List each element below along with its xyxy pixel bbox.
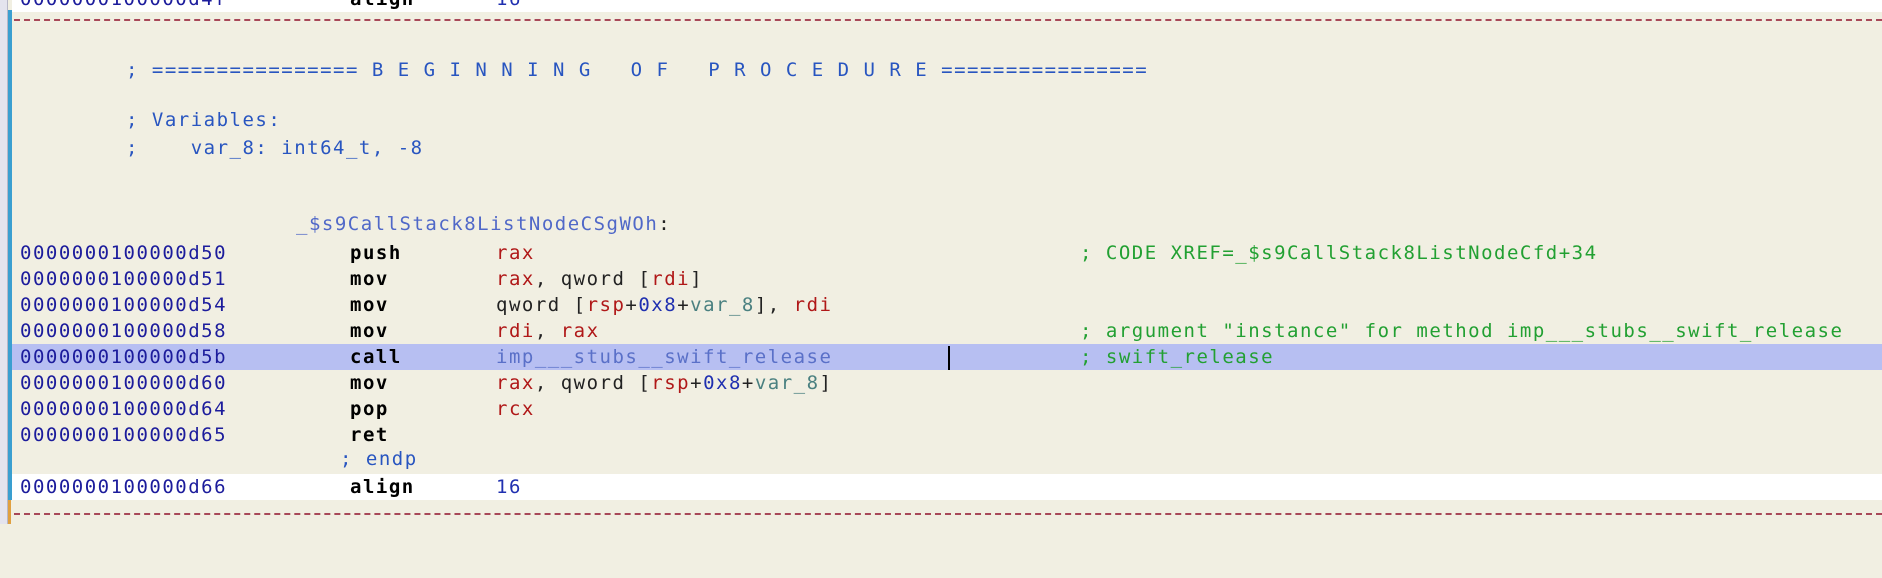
- procedure-label[interactable]: _$s9CallStack8ListNodeCSgWOh:: [296, 213, 671, 235]
- instruction-row[interactable]: 0000000100000d58 mov rdi, rax ; argument "i…: [12, 318, 1882, 344]
- operands: rax, qword [rdi]: [496, 266, 703, 292]
- register: rsp: [651, 372, 691, 394]
- instruction-row[interactable]: 0000000100000d64 pop rcx: [12, 396, 1882, 422]
- operand-part: , qword [: [534, 268, 652, 290]
- comment: ; argument "instance" for method imp___s…: [1080, 320, 1844, 342]
- address: 0000000100000d54: [20, 294, 228, 316]
- address: 0000000100000d50: [20, 242, 228, 264]
- label-name: _$s9CallStack8ListNodeCSgWOh: [296, 213, 659, 235]
- procedure-banner: ; ================ B E G I N N I N G O F…: [126, 59, 1149, 81]
- register: rcx: [496, 398, 535, 420]
- register: rdi: [496, 320, 535, 342]
- address: 0000000100000d64: [20, 398, 228, 420]
- address: 0000000100000d5b: [20, 346, 228, 368]
- register: rax: [496, 242, 535, 264]
- operand-part: +: [677, 294, 691, 316]
- variables-title: ; Variables:: [126, 109, 282, 131]
- operand-part: +: [625, 294, 639, 316]
- comment: ; CODE XREF=_$s9CallStack8ListNodeCfd+34: [1080, 242, 1598, 264]
- register: rax: [496, 372, 535, 394]
- mnemonic: align: [350, 476, 415, 498]
- operands: imp___stubs__swift_release: [496, 344, 832, 370]
- procedure-separator: [14, 513, 1882, 515]
- operand-part: ]: [819, 372, 833, 394]
- mnemonic: mov: [350, 372, 389, 394]
- address: 0000000100000d58: [20, 320, 228, 342]
- left-gutter: [0, 0, 8, 524]
- variable-line: ; var_8: int64_t, -8: [126, 137, 424, 159]
- instruction-row[interactable]: 0000000100000d50 push rax ; CODE XREF=_$s9C…: [12, 240, 1882, 266]
- instruction-row[interactable]: 0000000100000d51 mov rax, qword [rdi]: [12, 266, 1882, 292]
- operand: 16: [496, 0, 522, 12]
- operands: rax: [496, 240, 535, 266]
- address: 0000000100000d65: [20, 424, 228, 446]
- register: rax: [496, 268, 535, 290]
- comment: ; swift_release: [1080, 346, 1275, 368]
- instruction-row-partial[interactable]: 0000000100000d4f align 16: [12, 0, 1882, 12]
- operand-part: var_8: [754, 372, 820, 394]
- mnemonic: mov: [350, 268, 389, 290]
- operands: rdi, rax: [496, 318, 600, 344]
- register: rdi: [793, 294, 833, 316]
- mnemonic: mov: [350, 294, 389, 316]
- register: rsp: [586, 294, 626, 316]
- instruction-row-selected[interactable]: 0000000100000d5b call imp___stubs__swift_r…: [12, 344, 1882, 370]
- mnemonic: mov: [350, 320, 389, 342]
- operands: rcx: [496, 396, 535, 422]
- label-colon: :: [658, 213, 672, 235]
- procedure-separator: [14, 19, 1882, 21]
- operand-part: , qword [: [534, 372, 652, 394]
- operands: qword [rsp+0x8+var_8], rdi: [496, 292, 833, 318]
- operand-part: ,: [534, 320, 561, 342]
- procedure-marker-bar: [8, 10, 12, 500]
- mnemonic: call: [350, 346, 402, 368]
- next-procedure-marker: [8, 500, 11, 524]
- address: 0000000100000d4f: [20, 0, 227, 12]
- mnemonic: push: [350, 242, 402, 264]
- mnemonic: pop: [350, 398, 389, 420]
- operand-part: qword [: [496, 294, 587, 316]
- operand-part: 0x8: [638, 294, 678, 316]
- operand-part: +: [690, 372, 704, 394]
- operands: rax, qword [rsp+0x8+var_8]: [496, 370, 833, 396]
- operand-part: ]: [690, 268, 704, 290]
- endp-marker: ; endp: [340, 448, 418, 470]
- address: 0000000100000d66: [20, 476, 228, 498]
- operand-part: var_8: [690, 294, 755, 316]
- mnemonic: align: [350, 0, 415, 12]
- mnemonic: ret: [350, 424, 389, 446]
- symbol-reference[interactable]: imp___stubs__swift_release: [496, 346, 833, 368]
- register: rdi: [651, 268, 691, 290]
- register: rax: [560, 320, 600, 342]
- address: 0000000100000d51: [20, 268, 228, 290]
- operand-part: +: [741, 372, 755, 394]
- instruction-row[interactable]: 0000000100000d65 ret: [12, 422, 1882, 448]
- text-cursor: [948, 346, 950, 370]
- operand-part: 0x8: [703, 372, 742, 394]
- operand-part: ],: [754, 294, 794, 316]
- instruction-row[interactable]: 0000000100000d66 align 16: [12, 474, 1882, 500]
- operand: 16: [496, 476, 522, 498]
- address: 0000000100000d60: [20, 372, 228, 394]
